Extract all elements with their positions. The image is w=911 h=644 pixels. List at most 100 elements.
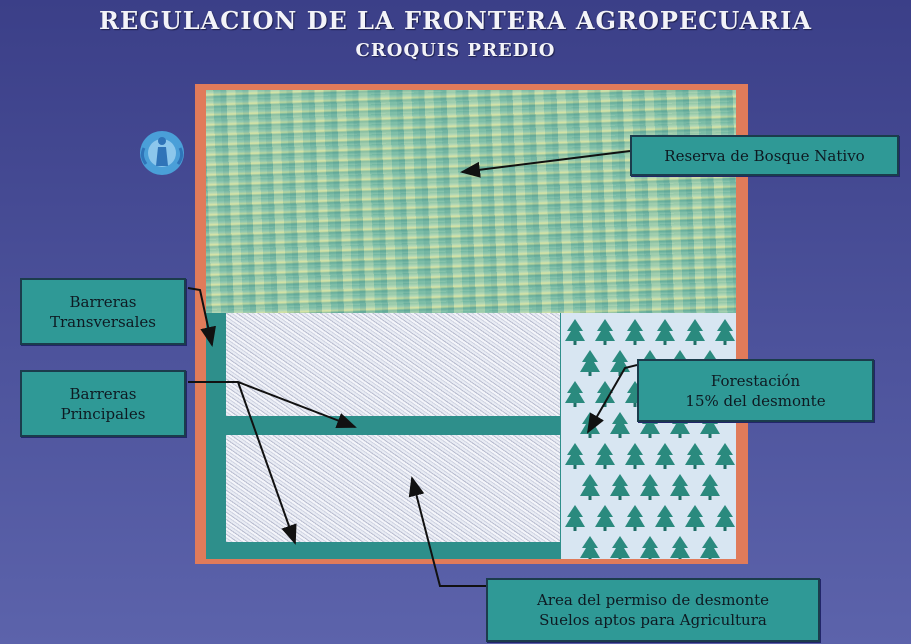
label-text-line2: Suelos aptos para Agricultura (539, 611, 767, 629)
tree-icon (655, 319, 675, 341)
tree-icon (580, 536, 600, 558)
tree-icon (565, 381, 585, 403)
tree-trunk (573, 527, 577, 531)
afforestation-label: Forestación 15% del desmonte (637, 359, 874, 422)
tree-icon (595, 381, 615, 403)
tree-icon (700, 412, 720, 434)
tree-trunk (633, 341, 637, 345)
tree-icon (685, 505, 705, 527)
tree-icon (610, 474, 630, 496)
transversal-arrow (187, 287, 216, 347)
tree-trunk (573, 403, 577, 407)
tree-icon (625, 505, 645, 527)
tree-icon (670, 412, 690, 434)
tree-icon (715, 443, 735, 465)
page-title: REGULACION DE LA FRONTERA AGROPECUARIA (99, 6, 812, 35)
tree-trunk (693, 527, 697, 531)
tree-trunk (723, 341, 727, 345)
tree-icon (565, 505, 585, 527)
tree-icon (580, 350, 600, 372)
tree-trunk (723, 465, 727, 469)
tree-trunk (708, 558, 712, 559)
tree-trunk (633, 403, 637, 407)
tree-icon (715, 319, 735, 341)
tree-icon (670, 474, 690, 496)
tree-icon (595, 443, 615, 465)
tree-trunk (603, 403, 607, 407)
clearing-permit-area-label: Area del permiso de desmonte Suelos apto… (486, 578, 820, 642)
tree-icon (565, 319, 585, 341)
principal-arrow-upper (188, 381, 357, 429)
tree-icon (580, 474, 600, 496)
tree-icon (595, 505, 615, 527)
tree-trunk (603, 527, 607, 531)
tree-icon (640, 536, 660, 558)
tree-icon (685, 319, 705, 341)
label-text-line1: Area del permiso de desmonte (536, 591, 770, 609)
tree-icon (595, 319, 615, 341)
tree-icon (610, 350, 630, 372)
tree-trunk (588, 558, 592, 559)
tree-trunk (588, 434, 592, 438)
tree-trunk (723, 527, 727, 531)
tree-trunk (648, 496, 652, 500)
tree-icon (565, 443, 585, 465)
tree-icon (625, 443, 645, 465)
foresting-arrow (586, 364, 638, 434)
tree-icon (655, 443, 675, 465)
tree-icon (715, 505, 735, 527)
tree-trunk (663, 465, 667, 469)
tree-trunk (693, 465, 697, 469)
afforestation-area (561, 313, 736, 559)
tree-icon (670, 536, 690, 558)
tree-trunk (663, 527, 667, 531)
tree-trunk (603, 465, 607, 469)
tree-trunk (603, 341, 607, 345)
tree-trunk (648, 558, 652, 559)
tree-trunk (573, 341, 577, 345)
tree-trunk (708, 496, 712, 500)
tree-trunk (618, 496, 622, 500)
principal-arrow-lower (237, 381, 297, 545)
tree-trunk (618, 434, 622, 438)
tree-icon (640, 474, 660, 496)
organization-logo-icon (140, 131, 184, 175)
tree-trunk (693, 341, 697, 345)
tree-trunk (678, 496, 682, 500)
tree-icon (655, 505, 675, 527)
tree-trunk (663, 341, 667, 345)
tree-trunk (633, 527, 637, 531)
label-text-line1: Barreras (69, 384, 137, 403)
tree-trunk (648, 434, 652, 438)
tree-trunk (618, 558, 622, 559)
tree-trunk (618, 372, 622, 376)
tree-trunk (573, 465, 577, 469)
area-arrow (408, 476, 486, 587)
label-text-line2: Principales (60, 404, 146, 423)
tree-icon (625, 319, 645, 341)
tree-icon (640, 412, 660, 434)
tree-icon (700, 474, 720, 496)
tree-icon (610, 412, 630, 434)
tree-trunk (633, 465, 637, 469)
label-text-line2: 15% del desmonte (685, 391, 826, 410)
transversal-barriers-label: Barreras Transversales (20, 278, 186, 345)
reserve-arrow (460, 150, 631, 178)
native-forest-reserve-area (206, 90, 736, 313)
native-forest-reserve-label: Reserva de Bosque Nativo (630, 135, 899, 176)
tree-trunk (678, 558, 682, 559)
tree-trunk (588, 372, 592, 376)
tree-trunk (588, 496, 592, 500)
label-text-line1: Barreras (69, 292, 137, 311)
page-subtitle: CROQUIS PREDIO (355, 40, 556, 61)
label-text-line1: Forestación (710, 371, 801, 390)
main-barriers-label: Barreras Principales (20, 370, 186, 437)
tree-icon (685, 443, 705, 465)
tree-trunk (708, 434, 712, 438)
tree-icon (700, 536, 720, 558)
tree-trunk (678, 434, 682, 438)
label-text-line2: Transversales (49, 312, 156, 331)
label-text: Reserva de Bosque Nativo (664, 146, 865, 165)
tree-icon (610, 536, 630, 558)
